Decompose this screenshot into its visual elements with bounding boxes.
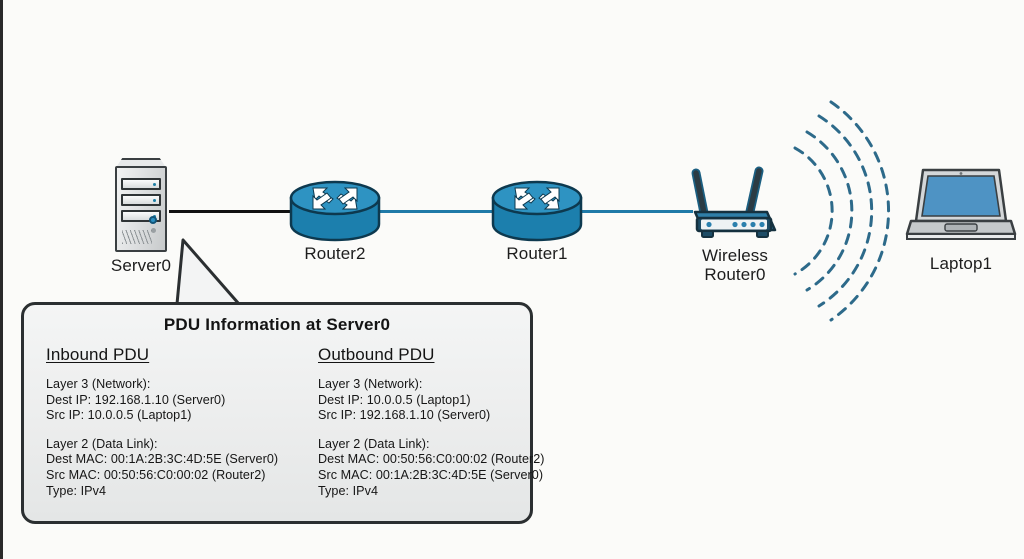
pdu-line: Src MAC: 00:50:56:C0:00:02 (Router2) [46,467,266,482]
pdu-line: Type: IPv4 [46,483,107,498]
pdu-layer2-group: Layer 2 (Data Link): Dest MAC: 00:1A:2B:… [46,437,278,499]
pdu-column-heading: Outbound PDU [318,345,435,364]
power-led-icon [149,216,157,224]
node-label-wireless-router0: Wireless Router0 [702,246,768,284]
pdu-line: Dest IP: 10.0.0.5 (Laptop1) [318,392,471,407]
pdu-line: Src MAC: 00:1A:2B:3C:4D:5E (Server0) [318,467,544,482]
pdu-column-outbound: Outbound PDU Layer 3 (Network): Dest IP:… [318,345,545,512]
server-icon[interactable] [111,158,171,252]
callout-title: PDU Information at Server0 [163,315,391,334]
node-label-router2: Router2 [304,244,366,263]
pdu-line: Layer 2 (Data Link): [46,436,158,451]
wireless-router-icon[interactable] [687,160,783,246]
drive-led-icon [153,183,156,186]
router-icon-router1[interactable] [491,180,583,242]
pdu-column-inbound: Inbound PDU Layer 3 (Network): Dest IP: … [46,345,278,512]
server-drive-bay [121,194,161,206]
link-server0-router2 [169,210,293,213]
wireless-signal-icon [789,96,899,326]
pdu-line: Layer 3 (Network): [46,377,151,391]
server-drive-bay [121,178,161,190]
pdu-line: Layer 2 (Data Link): [318,436,430,451]
router-icon-router2[interactable] [289,180,381,242]
pdu-line: Src IP: 192.168.1.10 (Server0) [318,408,491,423]
vent-grille-icon [122,230,152,244]
pdu-layer3-group: Layer 3 (Network): Dest IP: 192.168.1.10… [46,377,278,424]
node-label-server0: Server0 [110,256,172,275]
pdu-layer3-group: Layer 3 (Network): Dest IP: 10.0.0.5 (La… [318,377,545,424]
laptop-icon[interactable] [905,166,1017,246]
pdu-info-callout: PDU Information at Server0 Inbound PDU L… [21,302,545,524]
callout-pointer [163,238,273,308]
pdu-line: Layer 3 (Network): [318,377,423,391]
node-label-laptop1: Laptop1 [929,254,993,273]
pdu-column-heading: Inbound PDU [46,345,150,364]
pdu-layer2-group: Layer 2 (Data Link): Dest MAC: 00:50:56:… [318,437,545,499]
pdu-line: Dest IP: 192.168.1.10 (Server0) [46,392,226,407]
pdu-line: Src IP: 10.0.0.5 (Laptop1) [46,408,192,423]
pdu-line: Type: IPv4 [318,483,379,498]
drive-led-icon [153,199,156,202]
pdu-line: Dest MAC: 00:50:56:C0:00:02 (Router2) [318,452,545,467]
link-router1-wirelessrouter0 [571,210,693,213]
link-router2-router1 [369,210,495,213]
node-label-router1: Router1 [506,244,568,263]
pdu-line: Dest MAC: 00:1A:2B:3C:4D:5E (Server0) [46,452,279,467]
pdu-columns: Inbound PDU Layer 3 (Network): Dest IP: … [46,345,545,512]
status-led-icon [151,228,156,233]
